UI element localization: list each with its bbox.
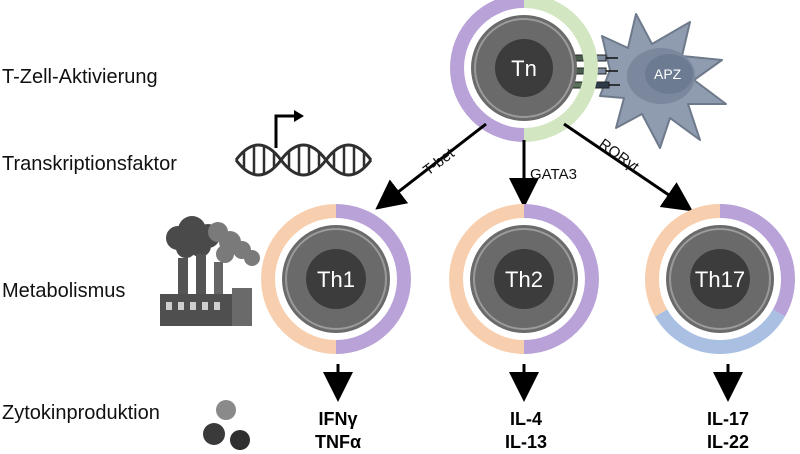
tf-label-th17: RORγt	[596, 135, 643, 176]
row-label-transcription-factor: Transkriptionsfaktor	[2, 153, 177, 175]
th1-cell: Th1	[261, 204, 411, 354]
apc-label: APZ	[654, 66, 682, 82]
th2-label: Th2	[505, 267, 543, 292]
th17-cytokine-2: IL-22	[707, 432, 749, 452]
th17-cytokine-1: IL-17	[707, 409, 749, 429]
arrow-to-th1	[375, 122, 487, 210]
th17-label: Th17	[695, 267, 745, 292]
th1-cytokine-1: IFNγ	[318, 409, 357, 429]
th2-cell: Th2	[449, 204, 599, 354]
arrow-to-th17	[563, 122, 693, 212]
row-label-activation: T-Zell-Aktivierung	[2, 66, 158, 88]
cytokine-molecules-icon	[203, 400, 250, 450]
cytokine-arrows	[323, 364, 743, 402]
dna-icon	[234, 110, 373, 177]
naive-t-cell: Tn	[450, 0, 598, 142]
th1-label: Th1	[317, 267, 355, 292]
tf-label-th2: GATA3	[530, 166, 577, 183]
th2-cytokine-1: IL-4	[510, 409, 542, 429]
th17-cell: Th17	[645, 204, 795, 354]
th2-cytokine-2: IL-13	[505, 432, 547, 452]
row-label-cytokine-production: Zytokinproduktion	[2, 402, 160, 424]
naive-cell-label: Tn	[511, 56, 537, 81]
differentiation-arrows	[375, 122, 693, 212]
th1-cytokine-2: TNFα	[315, 432, 361, 452]
antigen-presenting-cell: APZ	[599, 13, 727, 149]
factory-icon	[160, 216, 260, 326]
row-label-metabolism: Metabolismus	[2, 280, 125, 302]
